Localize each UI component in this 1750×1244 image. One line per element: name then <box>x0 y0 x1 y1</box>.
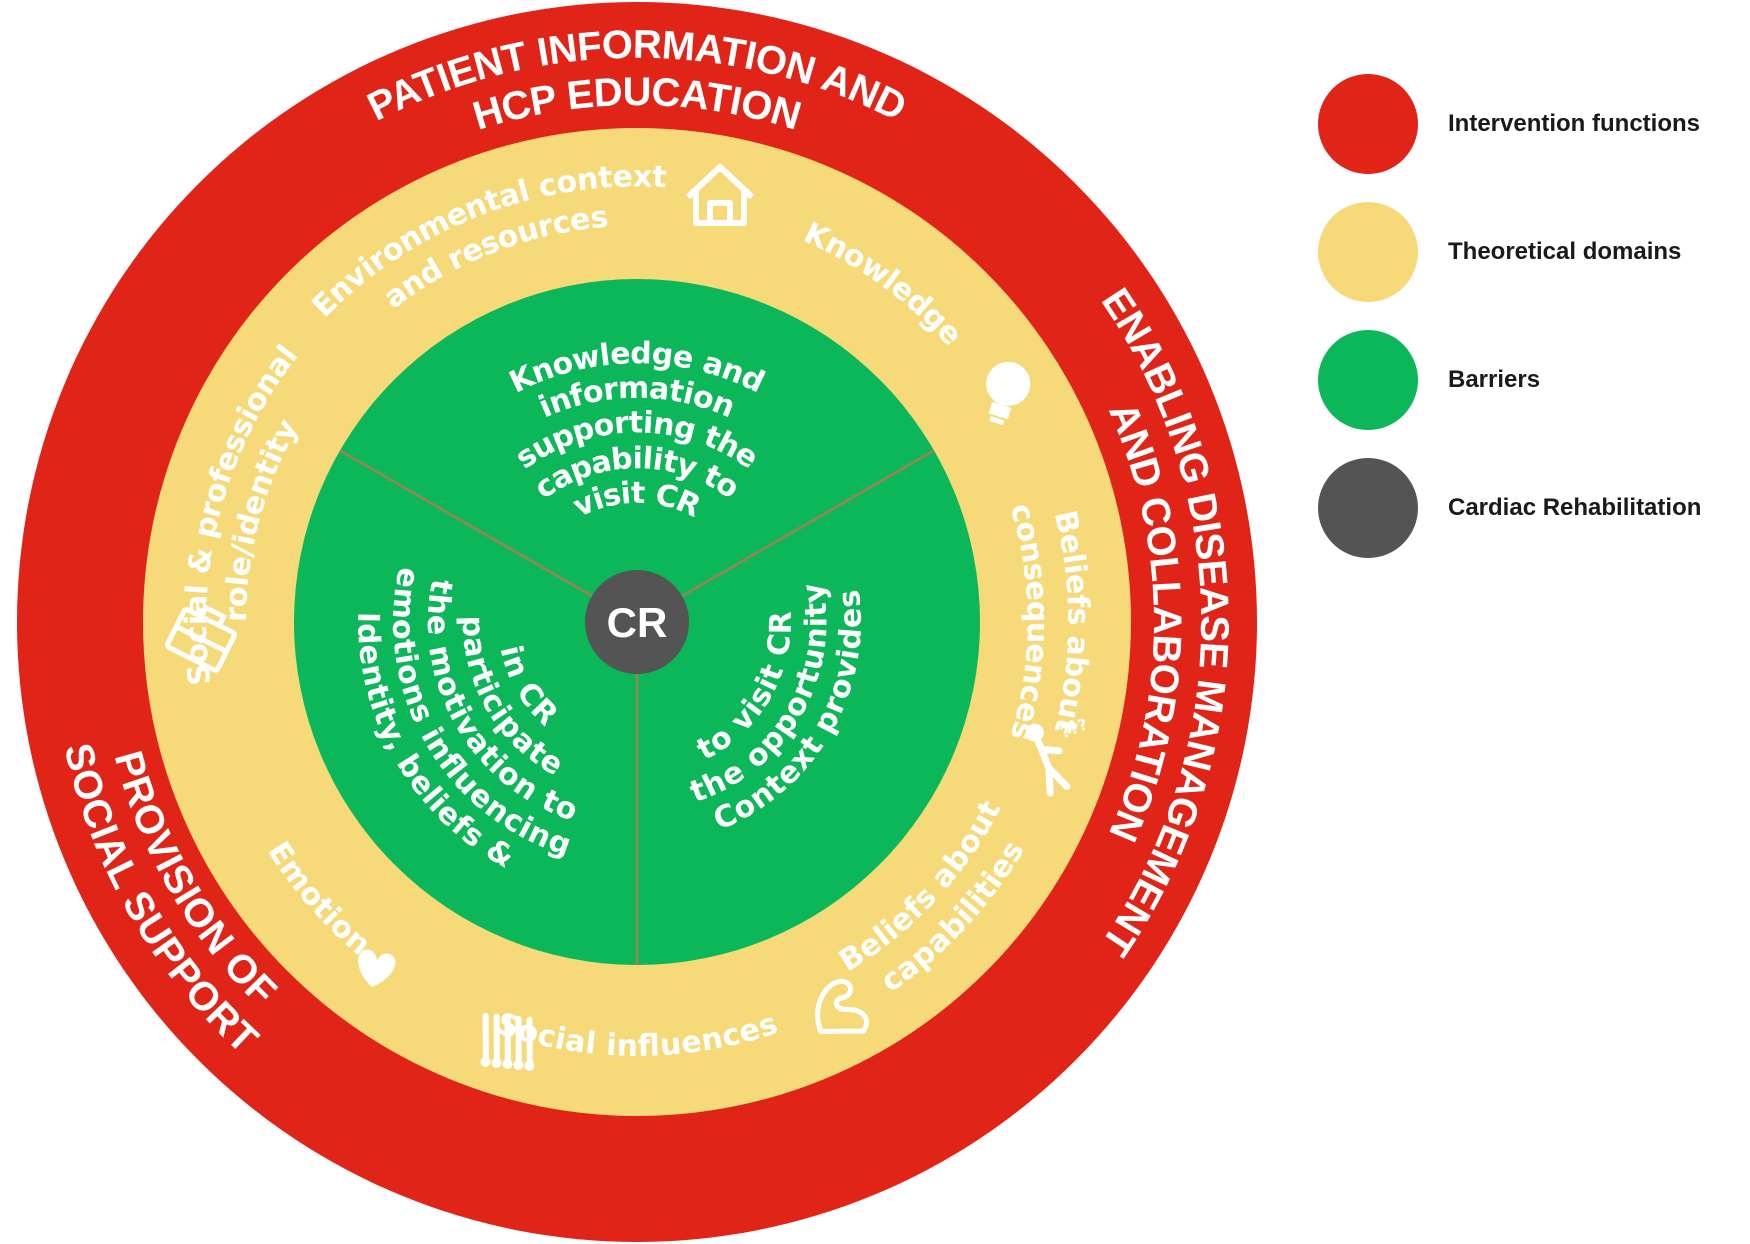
sector-divider <box>636 449 935 624</box>
legend-label: Barriers <box>1448 366 1541 393</box>
legend-swatch <box>1318 202 1418 302</box>
legend-item-intervention-functions: Intervention functions <box>1318 60 1738 188</box>
legend-item-barriers: Barriers <box>1318 316 1738 444</box>
house-icon <box>685 164 755 226</box>
heart-icon <box>358 949 396 988</box>
legend-swatch <box>1318 74 1418 174</box>
legend: Intervention functions Theoretical domai… <box>1318 60 1738 572</box>
legend-item-theoretical-domains: Theoretical domains <box>1318 188 1738 316</box>
legend-swatch <box>1318 330 1418 430</box>
theoretical-domain-icons: ??? <box>165 164 1090 1071</box>
flexed-arm-icon <box>815 978 869 1034</box>
legend-label: Cardiac Rehabilitation <box>1448 494 1702 521</box>
legend-label: Theoretical domains <box>1448 238 1682 265</box>
cardiac-rehabilitation-center <box>585 570 689 674</box>
center-label: CR <box>607 599 668 646</box>
legend-item-cardiac-rehabilitation: Cardiac Rehabilitation <box>1318 444 1738 572</box>
bulb-icon <box>986 361 1031 426</box>
legend-label: Intervention functions <box>1448 110 1700 137</box>
briefcase-icon <box>165 604 237 673</box>
legend-swatch <box>1318 458 1418 558</box>
sector-divider <box>339 449 638 624</box>
barrier-dividers <box>339 449 935 965</box>
crowd-icon <box>480 1012 535 1071</box>
